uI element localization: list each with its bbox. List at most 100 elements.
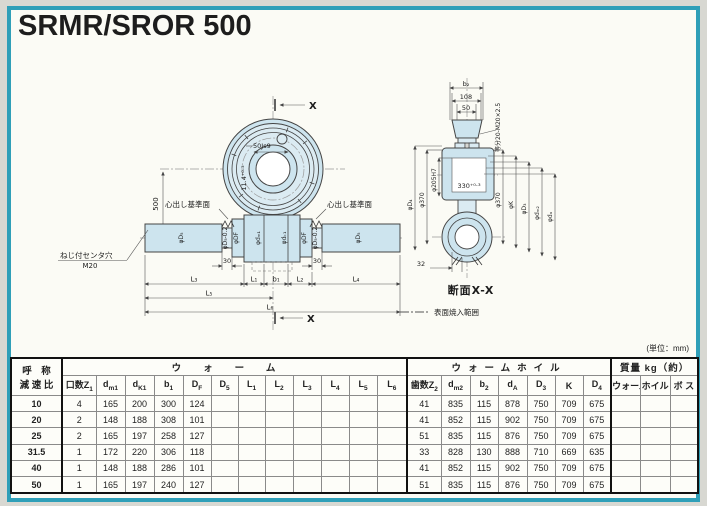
unit-note: (単位：mm) (646, 344, 689, 353)
value-cell (210, 475, 239, 494)
shaft-dia-d5-right: φD₅ (355, 232, 362, 244)
value-cell: 675 (582, 411, 612, 429)
value-cell: 750 (526, 394, 556, 413)
ratio-header: 呼 称 減 速 比 (10, 357, 63, 396)
value-cell: 51 (406, 427, 442, 445)
value-cell (610, 443, 641, 461)
value-cell (376, 427, 408, 445)
value-cell (320, 459, 350, 477)
value-cell (237, 459, 266, 477)
col-header-b1: b1 (153, 375, 184, 396)
value-cell: 258 (153, 427, 184, 445)
spec-table-wrap: 呼 称 減 速 比 ウォーム ウォームホイル 質量 kg（約） 口数Z1 dm1… (10, 357, 700, 495)
value-cell (610, 411, 641, 429)
dim-L3: L₃ (191, 276, 198, 284)
col-header-l2: L2 (264, 375, 294, 396)
dim-30-left: 30 (223, 257, 231, 265)
value-cell: 165 (95, 427, 126, 445)
dim-32: 32 (417, 260, 425, 268)
value-cell (348, 475, 378, 494)
value-cell: 115 (469, 459, 499, 477)
value-cell (669, 411, 699, 429)
col-header-dk1: dK1 (124, 375, 155, 396)
value-cell (376, 443, 408, 461)
col-header-df: DF (182, 375, 212, 396)
col-header-b2: b2 (469, 375, 499, 396)
value-cell (639, 394, 671, 413)
value-cell: 148 (95, 411, 126, 429)
value-cell: 888 (497, 443, 528, 461)
value-cell (210, 427, 239, 445)
value-cell (292, 475, 322, 494)
dia-370-right-label: φ370 (495, 192, 502, 208)
value-cell: 709 (554, 475, 584, 494)
value-cell: 41 (406, 459, 442, 477)
value-cell (320, 427, 350, 445)
value-cell: 188 (124, 411, 155, 429)
ratio-cell: 31.5 (10, 443, 63, 461)
value-cell (210, 443, 239, 461)
value-cell: 286 (153, 459, 184, 477)
value-cell: 115 (469, 427, 499, 445)
value-cell (264, 394, 294, 413)
value-cell (376, 459, 408, 477)
section-marker-bottom: X (307, 314, 315, 325)
value-cell: 675 (582, 394, 612, 413)
section-title: 断面X-X (448, 283, 495, 297)
value-cell: 165 (95, 394, 126, 413)
value-cell (639, 459, 671, 477)
technical-drawing: X X (58, 78, 557, 330)
value-cell: 2 (61, 427, 97, 445)
group-header-mass: 質量 kg（約） (610, 357, 699, 376)
value-cell (376, 394, 408, 413)
dia-K-label: φK (508, 200, 515, 209)
value-cell: 835 (440, 394, 471, 413)
dia-dm2-label: φdₘ₂ (534, 205, 541, 220)
value-cell: 220 (124, 443, 155, 461)
col-header-mass-worm: ウォーム (610, 375, 641, 396)
value-cell: 148 (95, 459, 126, 477)
value-cell: 197 (124, 475, 155, 494)
value-cell (320, 475, 350, 494)
keyway-hole (276, 133, 288, 145)
value-cell (610, 394, 641, 413)
value-cell: 124 (182, 394, 212, 413)
dia-D4-label: φD₄ (407, 199, 414, 211)
shaft-dia-dk1: φdₖ₁ (281, 231, 288, 244)
value-cell (639, 411, 671, 429)
value-cell: 635 (582, 443, 612, 461)
col-header-l4: L4 (320, 375, 350, 396)
section-marker-top: X (309, 101, 317, 112)
value-cell: 188 (124, 459, 155, 477)
col-header-d4: D4 (582, 375, 612, 396)
shaft-dia-d5tol-left: φD₅-0.2 (222, 226, 229, 249)
value-cell (292, 411, 322, 429)
dia-205H7-label: φ205H7 (431, 168, 438, 192)
value-cell (669, 475, 699, 494)
value-cell (376, 475, 408, 494)
col-header-dm1: dm1 (95, 375, 126, 396)
value-cell: 675 (582, 459, 612, 477)
value-cell (376, 411, 408, 429)
value-cell (264, 443, 294, 461)
value-cell: 878 (497, 394, 528, 413)
wheel-rim-section (451, 119, 483, 151)
col-header-d3: D3 (526, 375, 556, 396)
page-title: SRMR/SROR 500 (18, 10, 252, 42)
value-cell (237, 411, 266, 429)
ratio-cell: 40 (10, 459, 63, 477)
value-cell (320, 394, 350, 413)
value-cell (610, 475, 641, 494)
value-cell: 300 (153, 394, 184, 413)
col-header-l5: L5 (348, 375, 378, 396)
ratio-header-line2: 減 速 比 (19, 380, 54, 391)
value-cell: 115 (469, 475, 499, 494)
value-cell: 750 (526, 411, 556, 429)
dim-50: 50 (462, 104, 470, 112)
value-cell: 876 (497, 427, 528, 445)
value-cell (264, 459, 294, 477)
col-header-d5: D5 (210, 375, 239, 396)
value-cell (292, 394, 322, 413)
value-cell: 750 (526, 459, 556, 477)
